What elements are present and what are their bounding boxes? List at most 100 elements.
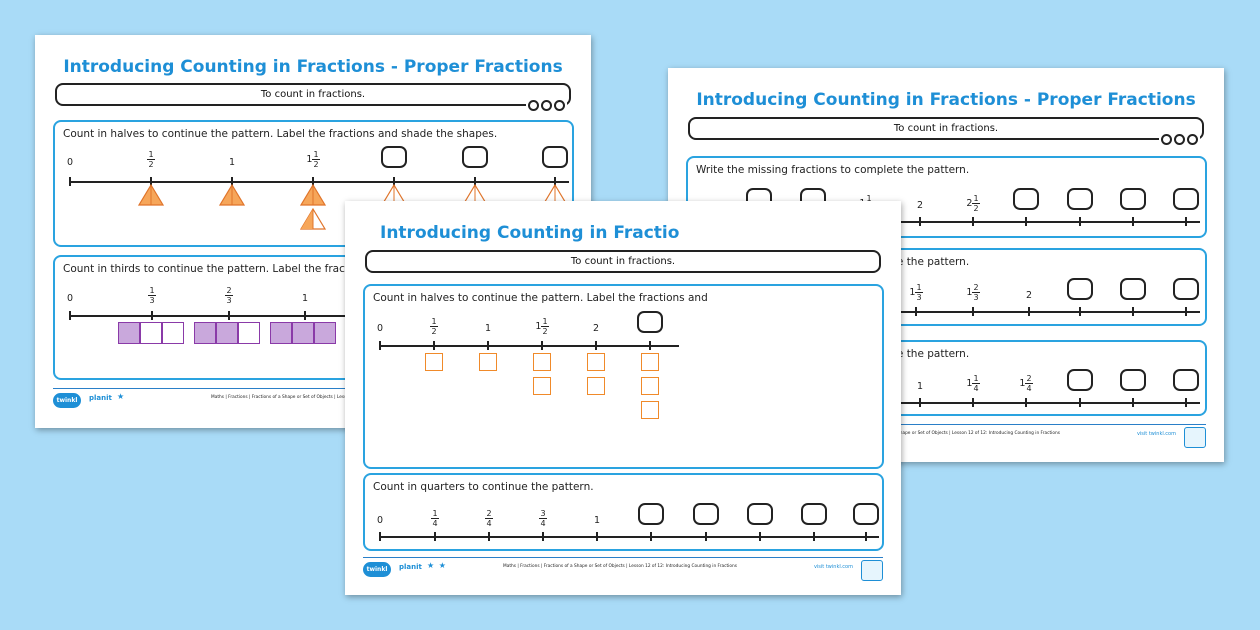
triangle-shape [138,184,164,206]
answer-box[interactable] [1173,369,1199,391]
question-text: Count in thirds to continue the pattern.… [63,263,387,275]
answer-box[interactable] [638,503,664,525]
square-shape [641,377,659,395]
tick-label: 1 [484,323,492,334]
square-shape [533,377,551,395]
footer: twinkl planit ★ ★ Maths | Fractions | Fr… [363,557,883,582]
learning-objective: To count in fractions. [55,83,571,111]
square-shape [425,353,443,371]
objective-text: To count in fractions. [260,89,366,100]
square-shape [479,353,497,371]
tick-label: 2 [592,323,600,334]
tick-label: 1 [301,293,309,304]
tick-label: 0 [66,293,74,304]
tick-label: 0 [66,157,74,168]
learning-objective: To count in fractions. [365,250,881,273]
question-text: Count in halves to continue the pattern.… [63,128,498,140]
thirds-bar [194,322,260,344]
learning-objective: To count in fractions. [688,117,1204,145]
tick-label: 2 [916,200,924,211]
question-panel-halves: Count in halves to continue the pattern.… [53,120,574,247]
objective-text: To count in fractions. [893,123,999,134]
badge-icon [861,560,883,581]
answer-box[interactable] [381,146,407,168]
tick-label: 0 [376,515,384,526]
question-text: Write the missing fractions to complete … [696,164,970,176]
answer-box[interactable] [1013,188,1039,210]
tick-label: 0 [376,323,384,334]
footer-breadcrumb: Maths | Fractions | Fractions of a Shape… [503,564,737,569]
objective-text: To count in fractions. [570,256,676,267]
question-text: Count in halves to continue the pattern.… [373,292,708,304]
square-shape [533,353,551,371]
planit-label: planit [89,394,112,402]
answer-box[interactable] [637,311,663,333]
worksheet-title: Introducing Counting in Fractions - Prop… [63,57,563,77]
square-shape [587,377,605,395]
triangle-shape [300,208,326,230]
answer-box[interactable] [1067,369,1093,391]
square-shape [641,353,659,371]
answer-box[interactable] [747,503,773,525]
site-link[interactable]: visit twinkl.com [813,564,853,570]
triangle-shape [219,184,245,206]
footer-breadcrumb: Maths | Fractions | Fractions of a Shape… [211,395,359,400]
answer-box[interactable] [801,503,827,525]
square-shape [587,353,605,371]
answer-box[interactable] [1067,278,1093,300]
triangle-shape [300,184,326,206]
answer-box[interactable] [462,146,488,168]
answer-box[interactable] [1120,369,1146,391]
answer-box[interactable] [693,503,719,525]
answer-box[interactable] [1173,188,1199,210]
question-panel-quarters: Count in quarters to continue the patter… [363,473,884,551]
difficulty-dots [526,100,567,111]
question-text: Count in quarters to continue the patter… [373,481,594,493]
worksheet-halves-quarters: Introducing Counting in Fractio To count… [345,201,901,595]
answer-box[interactable] [542,146,568,168]
footer: twinkl planit ★ Maths | Fractions | Frac… [53,388,573,413]
star-icon: ★ [117,392,126,401]
star-icon: ★ ★ [427,561,447,570]
question-panel-halves: Count in halves to continue the pattern.… [363,284,884,469]
thirds-bar [118,322,184,344]
worksheet-title: Introducing Counting in Fractions - Prop… [696,90,1196,110]
tick-label: 1 [228,157,236,168]
tick-label: 2 [1025,290,1033,301]
answer-box[interactable] [1120,278,1146,300]
worksheet-title: Introducing Counting in Fractio [380,223,680,243]
tick-label: 1 [593,515,601,526]
answer-box[interactable] [1173,278,1199,300]
footer-breadcrumb: Maths | Fractions | Fractions of a Shape… [826,431,1060,436]
difficulty-dots [1159,134,1200,145]
twinkl-logo: twinkl [53,393,81,408]
site-link[interactable]: visit twinkl.com [1136,431,1176,437]
tick-label: 1 [916,381,924,392]
planit-label: planit [399,563,422,571]
square-shape [641,401,659,419]
thirds-bar [270,322,336,344]
answer-box[interactable] [853,503,879,525]
badge-icon [1184,427,1206,448]
twinkl-logo: twinkl [363,562,391,577]
answer-box[interactable] [1120,188,1146,210]
answer-box[interactable] [1067,188,1093,210]
